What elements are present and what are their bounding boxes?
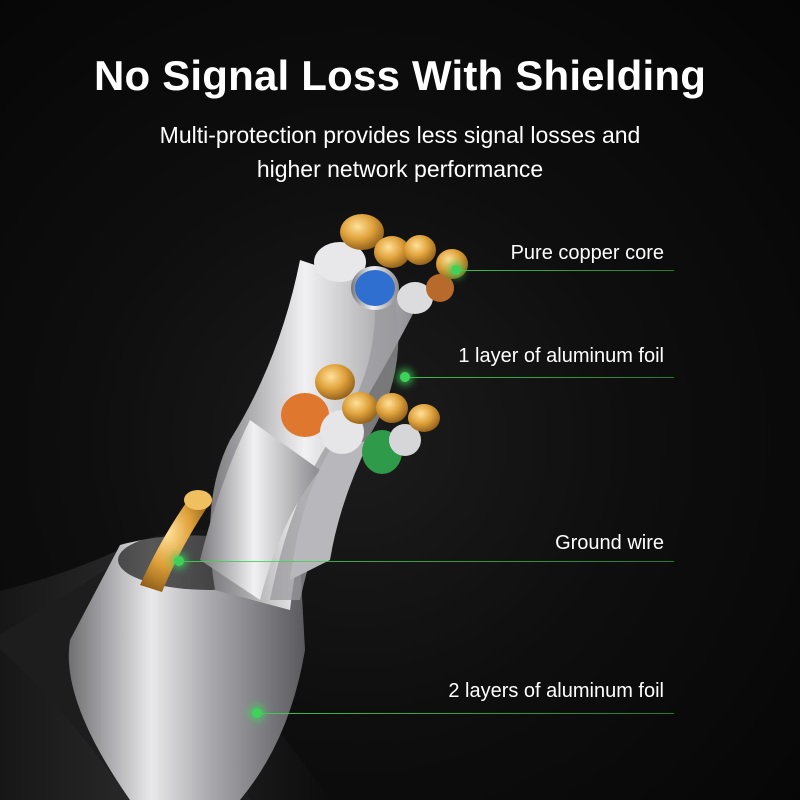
callout-line-two-layers-foil [259, 713, 674, 714]
page-title: No Signal Loss With Shielding [93, 52, 707, 99]
callout-line-ground-wire [181, 561, 674, 562]
callout-marker-ground-wire [174, 556, 184, 566]
callout-line-one-layer-foil [407, 377, 674, 378]
subtitle-line-2: higher network performance [256, 156, 544, 182]
callout-label-one-layer-foil: 1 layer of aluminum foil [458, 345, 664, 367]
callout-label-copper-core: Pure copper core [510, 242, 664, 264]
callout-marker-copper-core [451, 265, 461, 275]
callout-marker-two-layers-foil [252, 708, 262, 718]
callout-label-ground-wire: Ground wire [555, 532, 664, 554]
callout-marker-one-layer-foil [400, 372, 410, 382]
page-subtitle: Multi-protection provides less signal lo… [100, 118, 700, 186]
callout-label-two-layers-foil: 2 layers of aluminum foil [448, 680, 664, 702]
callout-line-copper-core [458, 270, 674, 271]
subtitle-line-1: Multi-protection provides less signal lo… [159, 122, 641, 148]
